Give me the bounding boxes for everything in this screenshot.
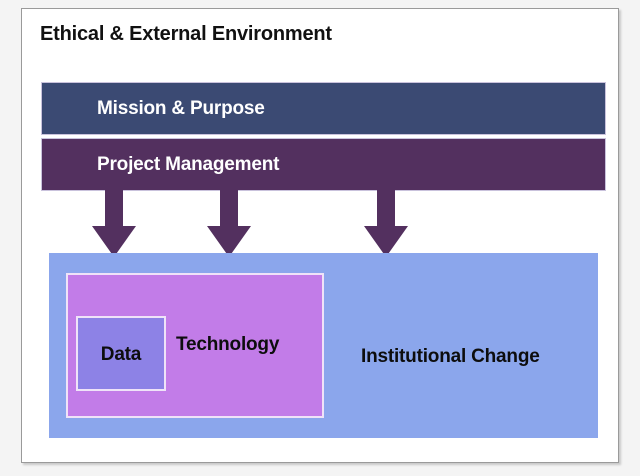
arrow-shaft xyxy=(377,185,395,229)
down-arrow-icon xyxy=(207,185,251,257)
arrow-shaft xyxy=(105,185,123,229)
down-arrow-icon xyxy=(364,185,408,257)
page-title: Ethical & External Environment xyxy=(40,23,332,45)
down-arrow-icon xyxy=(92,185,136,257)
box-institutional-change-label: Institutional Change xyxy=(361,346,540,367)
arrow-head xyxy=(207,226,251,257)
diagram-frame: Ethical & External Environment Mission &… xyxy=(21,8,619,463)
layer-bar-mission-purpose-label: Mission & Purpose xyxy=(97,97,265,119)
box-institutional-change: Institutional Change Technology Data xyxy=(49,253,598,438)
layer-bar-mission-purpose: Mission & Purpose xyxy=(41,82,606,135)
arrow-shaft xyxy=(220,185,238,229)
arrow-head xyxy=(92,226,136,257)
box-technology: Technology Data xyxy=(66,273,324,418)
layer-bar-project-management: Project Management xyxy=(41,138,606,191)
box-data-label: Data xyxy=(100,344,142,365)
arrow-head xyxy=(364,226,408,257)
box-technology-label: Technology xyxy=(176,334,280,355)
layer-bar-project-management-label: Project Management xyxy=(97,153,280,175)
box-data: Data xyxy=(76,316,166,391)
